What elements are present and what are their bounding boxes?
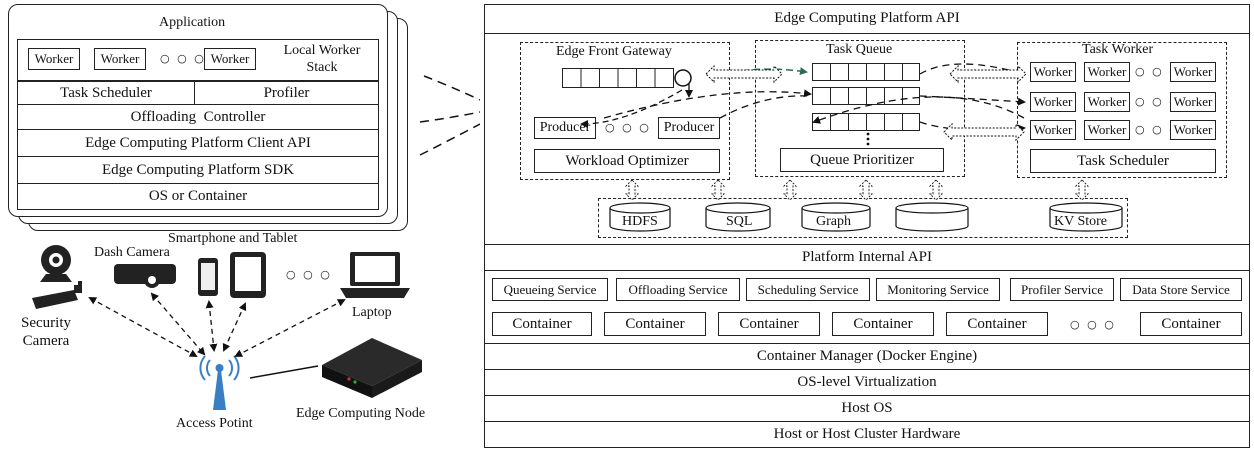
offload-arrows [419,75,480,156]
edge-node-label: Edge Computing Node [296,406,426,421]
access-point-icon [199,355,240,410]
container-box: Container [718,312,820,336]
device-ellipsis: ○ ○ ○ [286,268,332,281]
worker-box: Worker [1170,92,1216,112]
producer-ellipsis: ○ ○ ○ [605,121,651,134]
access-point-label: Access Potint [176,416,253,431]
data-stores [609,202,1123,232]
device-stack: Application Worker Worker ○ ○ ○ Worker L… [8,4,388,217]
store-sql-label: SQL [726,214,753,229]
task-worker [1017,42,1227,178]
sdk-row: Edge Computing Platform SDK [17,156,379,184]
container-box: Container [604,312,706,336]
platform-internal-api: Platform Internal API [484,244,1250,271]
worker-box: Worker [204,48,256,70]
worker-ellipsis: ○ ○ ○ [1135,65,1181,78]
client-api-row: Edge Computing Platform Client API [17,129,379,157]
worker-box: Worker [1084,92,1130,112]
laptop-label: Laptop [352,305,392,320]
worker-box: Worker [1084,62,1130,82]
offloading-controller-row: Offloading Controller [17,104,379,130]
application-title: Application [159,15,226,30]
edge-front-gateway [520,42,730,180]
lookup-icon [674,69,692,87]
task-scheduler: Task Scheduler [1030,149,1216,173]
ap-node-link [249,365,319,379]
worker-box: Worker [1170,62,1216,82]
platform-flows [580,63,1090,201]
kv-cylinder-icon [1049,202,1123,232]
platform-api-title: Edge Computing Platform API [484,4,1250,34]
edge-node-icon [322,338,422,398]
container-box: Container [492,312,592,336]
hdfs-cylinder-icon [609,202,671,232]
queue-prioritizer: Queue Prioritizer [780,148,944,172]
security-camera-icon [32,281,82,309]
dash-camera-label: Dash Camera [94,245,170,260]
sql-cylinder-icon [705,202,771,232]
worker-box: Worker [28,48,80,70]
services-row [484,271,1250,344]
host-os: Host OS [484,395,1250,422]
platform-frame [484,4,1250,448]
gateway-queue [562,68,674,88]
offloading-service: Offloading Service [616,278,740,301]
worker-box: Worker [94,48,146,70]
scheduling-service: Scheduling Service [746,278,870,301]
worker-box: Worker [1030,92,1076,112]
worker-ellipsis: ○ ○ ○ [1135,123,1181,136]
container-box: Container [946,312,1048,336]
container-ellipsis: ○ ○ ○ [1070,318,1116,331]
local-worker-stack-label: Local Worker Stack [283,43,361,75]
producer-box: Producer [658,117,720,139]
monitoring-service: Monitoring Service [876,278,1000,301]
webcam-icon [40,245,72,282]
smartphone-tablet-label: Smartphone and Tablet [168,231,298,246]
local-worker-stack-row: Worker Worker ○ ○ ○ Worker Local Worker … [17,39,379,81]
task-worker-title: Task Worker [1082,42,1154,57]
queueing-service: Queueing Service [492,278,608,301]
container-box: Container [832,312,934,336]
graph-cylinder-icon [801,202,871,232]
task-queue-title: Task Queue [826,42,893,57]
store-kv-label: KV Store [1054,214,1108,229]
os-virtualization: OS-level Virtualization [484,369,1250,396]
container-box: Container [1140,312,1242,336]
dash-camera-icon [114,264,176,288]
tablet-icon [230,252,266,298]
laptop-icon [340,252,410,298]
worker-box: Worker [1170,120,1216,140]
ellipsis: ○ ○ ○ [160,52,206,65]
container-manager: Container Manager (Docker Engine) [484,343,1250,370]
device-links [88,292,346,357]
workload-optimizer: Workload Optimizer [534,149,720,173]
gateway-title: Edge Front Gateway [556,44,672,59]
blank-cylinder-icon [895,202,969,232]
security-camera-label: Security Camera [21,315,71,349]
queue-row [812,63,920,81]
worker-ellipsis: ○ ○ ○ [1135,95,1181,108]
os-row: OS or Container [17,183,379,210]
store-graph-label: Graph [816,214,851,229]
smartphone-icon [198,258,218,296]
worker-box: Worker [1030,62,1076,82]
task-queue [755,40,965,177]
data-store-service: Data Store Service [1120,278,1242,301]
host-hardware: Host or Host Cluster Hardware [773,426,961,442]
worker-box: Worker [1030,120,1076,140]
data-store-group [598,198,1128,238]
store-hdfs-label: HDFS [622,214,658,229]
worker-box: Worker [1084,120,1130,140]
profiler-service: Profiler Service [1010,278,1114,301]
devices-drawing [32,75,480,410]
